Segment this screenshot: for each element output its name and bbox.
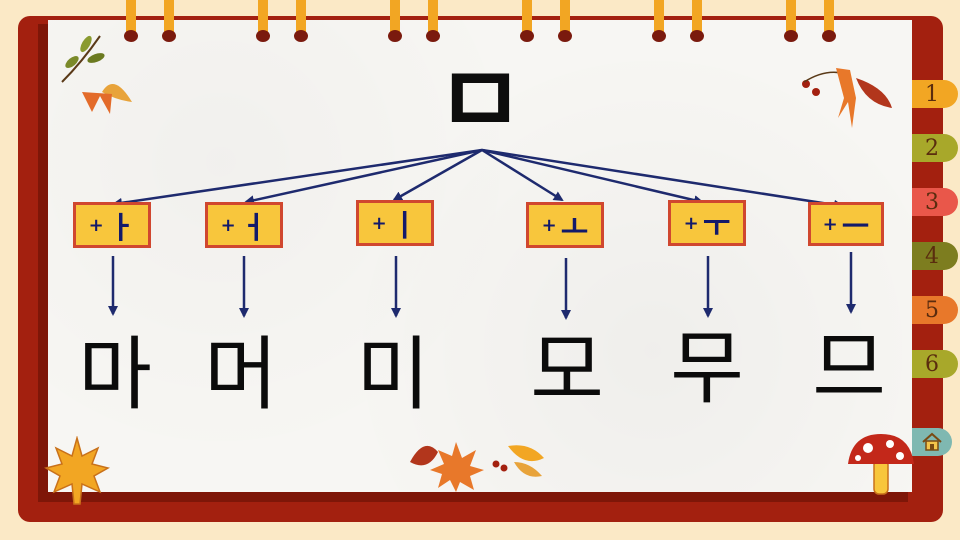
vowel-label: ㅣ — [390, 209, 419, 244]
arrow — [481, 148, 564, 202]
vowel-label: ㅡ — [841, 210, 870, 245]
home-icon — [922, 432, 942, 451]
side-tab-1[interactable]: 1 — [912, 80, 958, 108]
autumn-leaves-icon — [410, 442, 544, 492]
vowel-box-a: + ㅏ — [73, 202, 151, 248]
vowel-box-i: + ㅣ — [356, 200, 434, 246]
ring — [294, 0, 308, 42]
side-tab-6[interactable]: 6 — [912, 350, 958, 378]
root-consonant: ㅁ — [435, 45, 525, 157]
syllable-mi: 미 — [356, 328, 430, 421]
autumn-leaves-icon — [61, 35, 132, 114]
ring — [162, 0, 176, 42]
plus-sign: + — [88, 214, 104, 236]
vowel-label: ㅜ — [702, 209, 731, 244]
home-button[interactable] — [912, 428, 952, 456]
ring — [822, 0, 836, 42]
vowel-box-eu: + ㅡ — [808, 202, 884, 246]
arrow — [481, 148, 844, 210]
plus-sign: + — [371, 212, 387, 234]
plus-sign: + — [683, 212, 699, 234]
ring — [124, 0, 138, 42]
arrow — [244, 148, 483, 206]
vowel-label: ㅓ — [239, 211, 268, 246]
vowel-box-u: + ㅜ — [668, 200, 746, 246]
plus-sign: + — [220, 214, 236, 236]
autumn-leaves-icon — [802, 68, 892, 128]
ring — [784, 0, 798, 42]
paper-page — [48, 20, 912, 492]
ring — [652, 0, 666, 42]
side-tab-3[interactable]: 3 — [912, 188, 958, 216]
vowel-label: ㅗ — [560, 211, 589, 246]
ring — [558, 0, 572, 42]
vowel-box-o: + ㅗ — [526, 202, 604, 248]
ring — [426, 0, 440, 42]
vowel-box-eo: + ㅓ — [205, 202, 283, 248]
plus-sign: + — [541, 214, 557, 236]
maple-leaf-icon — [44, 436, 110, 505]
side-tab-5[interactable]: 5 — [912, 296, 958, 324]
ring — [256, 0, 270, 42]
plus-sign: + — [822, 213, 838, 235]
syllable-meu: 므 — [812, 322, 886, 415]
vowel-label: ㅏ — [107, 211, 136, 246]
syllable-mo: 모 — [530, 324, 604, 417]
ring — [520, 0, 534, 42]
arrow — [392, 148, 483, 202]
syllable-meo: 머 — [204, 328, 278, 421]
arrow — [481, 148, 704, 206]
arrow — [112, 148, 483, 208]
side-tab-4[interactable]: 4 — [912, 242, 958, 270]
ring — [690, 0, 704, 42]
syllable-ma: 마 — [78, 328, 152, 421]
side-tab-2[interactable]: 2 — [912, 134, 958, 162]
syllable-mu: 무 — [670, 322, 744, 415]
ring — [388, 0, 402, 42]
mushroom-icon — [848, 434, 914, 495]
